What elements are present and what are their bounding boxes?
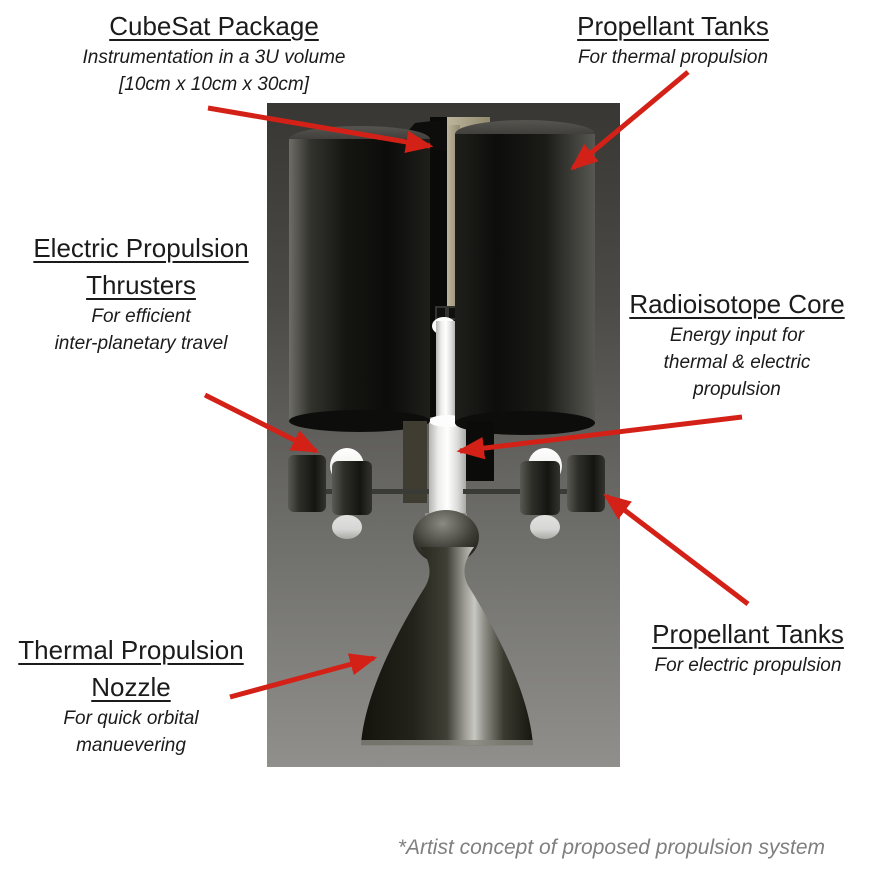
callout-subtext: Instrumentation in a 3U volume [82,46,346,68]
callout-title: Radioisotope Core [629,289,845,319]
left-propellant-tank [289,126,430,432]
support-slab-right [466,421,494,481]
right-propellant-tank [455,120,595,435]
small-propellant-tank-left-inner [332,461,372,515]
artist-concept-footnote: *Artist concept of proposed propulsion s… [397,836,825,859]
callout-electric-propulsion-thrusters: Electric Propulsion Thrusters For effici… [5,230,277,358]
electric-thruster-right [520,448,605,539]
nozzle-bell [361,547,533,745]
small-propellant-tank-left-outer [288,455,326,512]
callout-propellant-tanks-thermal: Propellant Tanks For thermal propulsion [543,8,803,72]
callout-subtext: For electric propulsion [654,654,842,676]
callout-subtext: propulsion [693,378,781,400]
render-svg [267,103,620,767]
callout-subtext: Energy input for [669,324,805,346]
thermal-propulsion-nozzle-render [361,510,533,746]
propulsion-system-render [267,103,620,767]
callout-subtext: For thermal propulsion [577,46,769,68]
small-propellant-tank-right-inner [520,461,560,515]
callout-title: Electric Propulsion Thrusters [33,233,249,300]
callout-title: Propellant Tanks [577,11,769,41]
callout-thermal-propulsion-nozzle: Thermal Propulsion Nozzle For quick orbi… [0,632,262,760]
callout-subtext: [10cm x 10cm x 30cm] [118,73,310,95]
callout-subtext: manuevering [76,734,186,756]
callout-subtext: For efficient [91,305,191,327]
callout-title: CubeSat Package [109,11,319,41]
callout-subtext: For quick orbital [63,707,199,729]
small-propellant-tank-right-outer [567,455,605,512]
electric-thruster-left [288,448,372,539]
callout-title: Thermal Propulsion Nozzle [18,635,244,702]
callout-radioisotope-core: Radioisotope Core Energy input for therm… [600,286,874,404]
callout-cubesat-package: CubeSat Package Instrumentation in a 3U … [68,8,360,99]
callout-propellant-tanks-electric: Propellant Tanks For electric propulsion [628,616,868,680]
callout-subtext: thermal & electric [663,351,811,373]
callout-title: Propellant Tanks [652,619,844,649]
arrow-propellant-tanks-electric [603,493,750,606]
callout-subtext: inter-planetary travel [54,332,228,354]
